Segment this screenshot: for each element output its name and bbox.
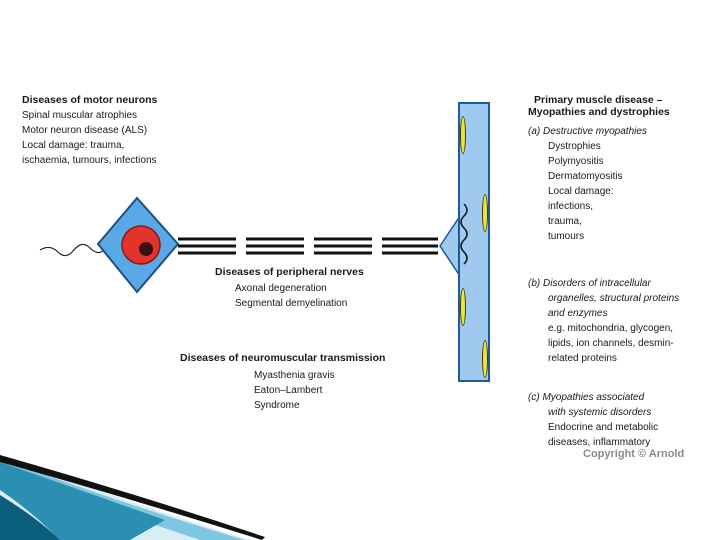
neuromuscular-block: Diseases of neuromuscular transmission M… [180, 352, 385, 413]
section-c-title: with systemic disorders [548, 407, 652, 418]
list-item: Polymyositis [548, 156, 604, 167]
list-item: Syndrome [254, 400, 300, 411]
list-item: ischaemia, tumours, infections [22, 155, 157, 166]
primary-muscle-block: Primary muscle disease – Myopathies and … [528, 94, 714, 450]
list-item: infections, [548, 201, 594, 212]
list-item: Eaton–Lambert [254, 385, 323, 396]
section-a-title: (a) Destructive myopathies [528, 126, 647, 137]
nucleolus [139, 242, 153, 256]
list-item: e.g. mitochondria, glycogen, [548, 323, 674, 334]
list-item: trauma, [548, 216, 582, 227]
list-item: tumours [548, 231, 585, 242]
list-item: lipids, ion channels, desmin- [548, 338, 674, 349]
muscle-fibre [458, 102, 490, 382]
motor-neurons-heading: Diseases of motor neurons [22, 94, 158, 106]
synapse-wavy [460, 203, 468, 265]
copyright-watermark: Copyright © Arnold [583, 448, 685, 460]
section-b-title: and enzymes [548, 308, 608, 319]
list-item: Local damage: trauma, [22, 140, 125, 151]
muscle-nucleus [482, 340, 488, 378]
muscle-nucleus [460, 288, 466, 326]
section-c-title: (c) Myopathies associated [528, 392, 645, 403]
axon-segments [178, 237, 438, 255]
muscle-nucleus [482, 194, 488, 232]
dendrite-line [39, 243, 105, 257]
peripheral-nerves-heading: Diseases of peripheral nerves [215, 266, 364, 278]
muscle-nucleus [460, 116, 466, 154]
section-b-title: organelles, structural proteins [548, 293, 680, 304]
section-b-title: (b) Disorders of intracellular [528, 278, 651, 289]
list-item: Motor neuron disease (ALS) [22, 125, 148, 136]
list-item: diseases, inflammatory [548, 437, 651, 448]
motor-neurons-block: Diseases of motor neurons Spinal muscula… [22, 94, 157, 168]
list-item: Spinal muscular atrophies [22, 110, 138, 121]
list-item: Segmental demyelination [235, 298, 348, 309]
neuromuscular-heading: Diseases of neuromuscular transmission [180, 352, 386, 364]
list-item: Axonal degeneration [235, 283, 327, 294]
peripheral-nerves-block: Diseases of peripheral nerves Axonal deg… [215, 266, 364, 311]
list-item: Dystrophies [548, 141, 601, 152]
list-item: related proteins [548, 353, 617, 364]
list-item: Dermatomyositis [548, 171, 623, 182]
list-item: Endocrine and metabolic [548, 422, 659, 433]
primary-muscle-heading-2: Myopathies and dystrophies [528, 106, 670, 118]
list-item: Local damage: [548, 186, 614, 197]
list-item: Myasthenia gravis [254, 370, 335, 381]
primary-muscle-heading-1: Primary muscle disease – [534, 94, 663, 106]
